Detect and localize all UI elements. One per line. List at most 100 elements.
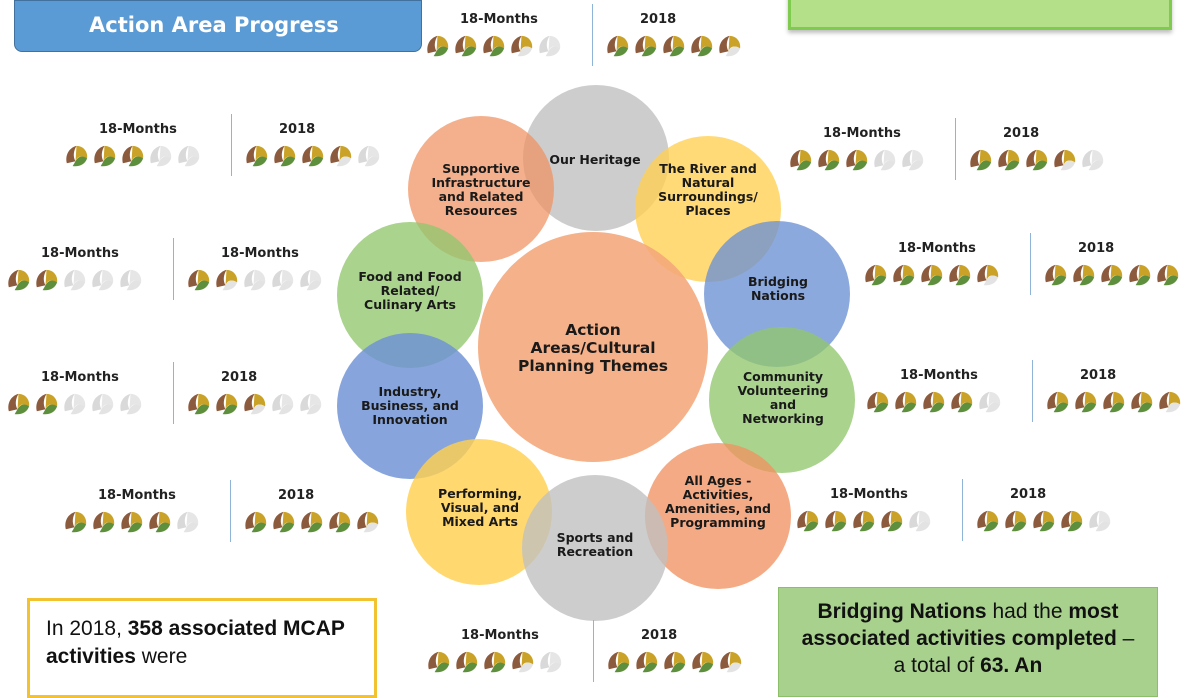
- rating-label-right: 2018: [641, 628, 678, 643]
- rating-label-right: 2018: [1010, 487, 1047, 502]
- progress-icon-full-4: [1061, 510, 1083, 532]
- progress-icon-full-2: [94, 145, 116, 167]
- rating-label-left: 18-Months: [41, 370, 119, 385]
- progress-icon-half-3: [244, 393, 266, 415]
- progress-icon-empty-3: [244, 269, 266, 291]
- progress-icon-full-3: [1101, 264, 1123, 286]
- rating-label-left: 18-Months: [41, 246, 119, 261]
- progress-icon-full-3: [121, 511, 143, 533]
- progress-icon-full-2: [1075, 391, 1097, 413]
- left-note-text-1: In 2018,: [46, 617, 128, 640]
- progress-icon-empty-5: [177, 511, 199, 533]
- progress-icon-empty-5: [1082, 149, 1104, 171]
- progress-icon-full-2: [36, 269, 58, 291]
- progress-icon-full-2: [635, 35, 657, 57]
- progress-icon-full-2: [273, 511, 295, 533]
- rating-divider: [592, 4, 593, 66]
- progress-icon-full-3: [122, 145, 144, 167]
- progress-icon-full-1: [188, 393, 210, 415]
- progress-icon-full-3: [921, 264, 943, 286]
- progress-icon-empty-5: [358, 145, 380, 167]
- theme-label-industry: Industry, Business, and Innovation: [361, 384, 459, 427]
- progress-icon-full-5: [1157, 264, 1179, 286]
- rating-label-left: 18-Months: [98, 488, 176, 503]
- progress-icon-full-1: [66, 145, 88, 167]
- progress-icon-full-3: [664, 651, 686, 673]
- progress-icon-empty-4: [150, 145, 172, 167]
- rating-label-left: 18-Months: [898, 241, 976, 256]
- right-note-bold-2: most associated activities completed: [801, 600, 1119, 650]
- progress-icon-empty-5: [979, 391, 1001, 413]
- progress-icon-half-5: [977, 264, 999, 286]
- rating-right-icons: [974, 507, 1113, 534]
- rating-label-right: 2018: [1080, 368, 1117, 383]
- rating-divider: [173, 362, 174, 424]
- right-note-bold-1: Bridging Nations: [817, 600, 987, 623]
- progress-icon-full-1: [245, 511, 267, 533]
- progress-icon-half-4: [512, 651, 534, 673]
- theme-label-food: Food and Food Related/ Culinary Arts: [358, 269, 462, 312]
- rating-label-right: 2018: [640, 12, 677, 27]
- progress-icon-half-4: [330, 145, 352, 167]
- progress-icon-full-1: [65, 511, 87, 533]
- rating-right-icons: [604, 32, 743, 59]
- progress-icon-full-2: [998, 149, 1020, 171]
- rating-right-icons: [185, 266, 324, 293]
- progress-icon-full-2: [893, 264, 915, 286]
- progress-icon-full-2: [274, 145, 296, 167]
- rating-label-left: 18-Months: [900, 368, 978, 383]
- progress-icon-empty-5: [540, 651, 562, 673]
- progress-icon-half-2: [216, 269, 238, 291]
- circle-center: [478, 232, 708, 462]
- progress-icon-full-3: [1026, 149, 1048, 171]
- progress-icon-full-1: [797, 510, 819, 532]
- progress-icon-full-2: [216, 393, 238, 415]
- progress-icon-full-1: [865, 264, 887, 286]
- progress-icon-full-4: [149, 511, 171, 533]
- progress-icon-full-2: [36, 393, 58, 415]
- rating-right-icons: [242, 508, 381, 535]
- progress-icon-empty-5: [300, 393, 322, 415]
- summary-note-right: Bridging Nations had the most associated…: [778, 587, 1158, 697]
- center-label: Action Areas/Cultural Planning Themes: [517, 321, 669, 375]
- progress-icon-full-3: [484, 651, 506, 673]
- progress-icon-empty-4: [874, 149, 896, 171]
- rating-label-left: 18-Months: [99, 122, 177, 137]
- progress-icon-full-1: [8, 393, 30, 415]
- rating-left-icons: [5, 390, 144, 417]
- progress-icon-full-1: [1047, 391, 1069, 413]
- progress-icon-full-2: [1005, 510, 1027, 532]
- progress-icon-full-2: [825, 510, 847, 532]
- progress-icon-half-5: [720, 651, 742, 673]
- progress-icon-empty-5: [178, 145, 200, 167]
- theme-label-supportive-infrastructure: Supportive Infrastructure and Related Re…: [431, 161, 531, 218]
- circle-sports: [522, 475, 668, 621]
- rating-divider: [962, 479, 963, 541]
- progress-icon-empty-5: [120, 393, 142, 415]
- progress-icon-full-2: [93, 511, 115, 533]
- right-note-text-2: – a total of: [893, 627, 1135, 677]
- rating-label-left: 18-Months: [823, 126, 901, 141]
- progress-icon-full-2: [636, 651, 658, 673]
- progress-icon-empty-4: [272, 269, 294, 291]
- progress-icon-half-5: [1159, 391, 1181, 413]
- progress-icon-full-1: [8, 269, 30, 291]
- rating-divider: [231, 114, 232, 176]
- progress-icon-full-4: [881, 510, 903, 532]
- rating-divider: [1032, 360, 1033, 422]
- rating-left-icons: [62, 508, 201, 535]
- rating-divider: [1030, 233, 1031, 295]
- left-note-text-2: were: [135, 645, 188, 668]
- rating-label-right: 2018: [278, 488, 315, 503]
- rating-label-right: 2018: [1003, 126, 1040, 141]
- theme-label-river: The River and Natural Surroundings/ Plac…: [658, 161, 758, 218]
- rating-divider: [230, 480, 231, 542]
- progress-icon-full-4: [691, 35, 713, 57]
- progress-icon-full-4: [949, 264, 971, 286]
- progress-icon-empty-4: [92, 393, 114, 415]
- progress-icon-full-2: [456, 651, 478, 673]
- theme-label-performing-arts: Performing, Visual, and Mixed Arts: [438, 486, 522, 529]
- progress-icon-full-1: [970, 149, 992, 171]
- header-banner: [788, 0, 1172, 30]
- rating-left-icons: [425, 648, 564, 675]
